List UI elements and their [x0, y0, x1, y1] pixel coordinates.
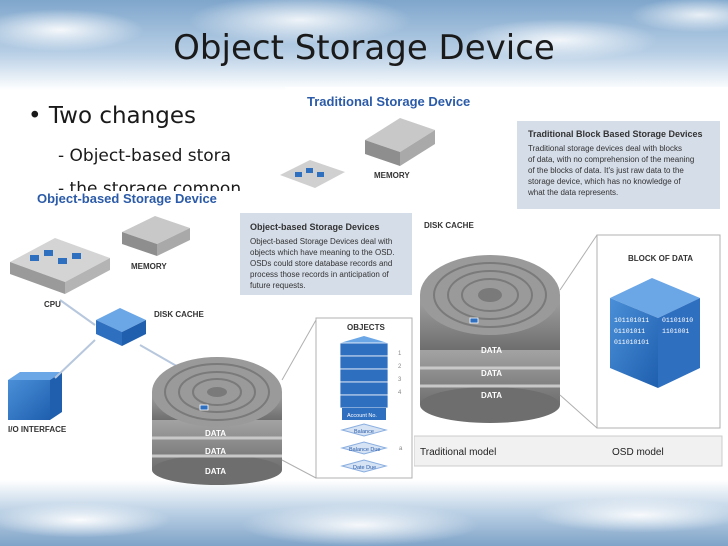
object-info-line: process those records in anticipation of	[250, 270, 390, 279]
traditional-info-line: what the data represents.	[527, 188, 618, 197]
io-interface-cube	[8, 372, 62, 420]
traditional-memory-label: MEMORY	[374, 171, 410, 180]
traditional-data-label: DATA	[481, 346, 502, 355]
object-field-label: Balance	[354, 429, 374, 435]
object-data-label: DATA	[205, 467, 226, 476]
sub-bullet-2: - the storage compon	[58, 179, 256, 191]
object-field-label: Account No.	[347, 413, 377, 419]
io-interface-label: I/O INTERFACE	[8, 425, 67, 434]
block-of-data-label: BLOCK OF DATA	[628, 254, 693, 263]
traditional-info-line: of the blocks of data. It's just raw dat…	[528, 166, 684, 175]
objects-label: OBJECTS	[347, 323, 385, 332]
sub-bullet-1: - Object-based stora	[58, 146, 256, 166]
object-field-label: Balance Due	[349, 447, 381, 453]
osd-model-caption: OSD model	[612, 447, 664, 458]
object-data-label: DATA	[205, 447, 226, 456]
binary-line: 01101011	[614, 328, 645, 335]
slide-title: Object Storage Device	[0, 28, 728, 68]
object-based-heading: Object-based Storage Device	[37, 191, 217, 206]
object-info-line: OSDs could store database records and	[250, 259, 392, 268]
bullet-text: Two changes	[49, 103, 196, 129]
object-info-line: future requests.	[250, 281, 306, 290]
traditional-data-label: DATA	[481, 369, 502, 378]
object-cpu-label: CPU	[44, 300, 61, 309]
binary-line: 101101011	[614, 317, 649, 324]
traditional-info-line: storage device, which has no knowledge o…	[528, 177, 681, 186]
objects-stack	[340, 336, 388, 408]
traditional-model-caption: Traditional model	[420, 447, 496, 458]
binary-line: 1101001	[662, 328, 689, 335]
object-info-line: Object-based Storage Devices deal with	[250, 237, 392, 246]
traditional-heading: Traditional Storage Device	[307, 94, 470, 109]
traditional-info-title: Traditional Block Based Storage Devices	[528, 129, 703, 139]
binary-line: 01101010	[662, 317, 693, 324]
bullet-two-changes: • Two changes	[28, 103, 196, 129]
traditional-info-line: of data, with no comprehension of the me…	[528, 155, 694, 164]
object-field-label: Date Due	[353, 465, 376, 471]
object-memory-label: MEMORY	[131, 262, 167, 271]
object-info-line: objects which have meaning to the OSD.	[250, 248, 395, 257]
object-info-title: Object-based Storage Devices	[250, 222, 380, 232]
object-data-label: DATA	[205, 429, 226, 438]
object-disk-cache-label: DISK CACHE	[154, 310, 204, 319]
traditional-data-label: DATA	[481, 391, 502, 400]
object-disk-stack	[152, 357, 282, 485]
traditional-info-line: Traditional storage devices deal with bl…	[528, 144, 682, 153]
binary-line: 011010101	[614, 339, 649, 346]
traditional-disk-cache-label: DISK CACHE	[424, 221, 474, 230]
